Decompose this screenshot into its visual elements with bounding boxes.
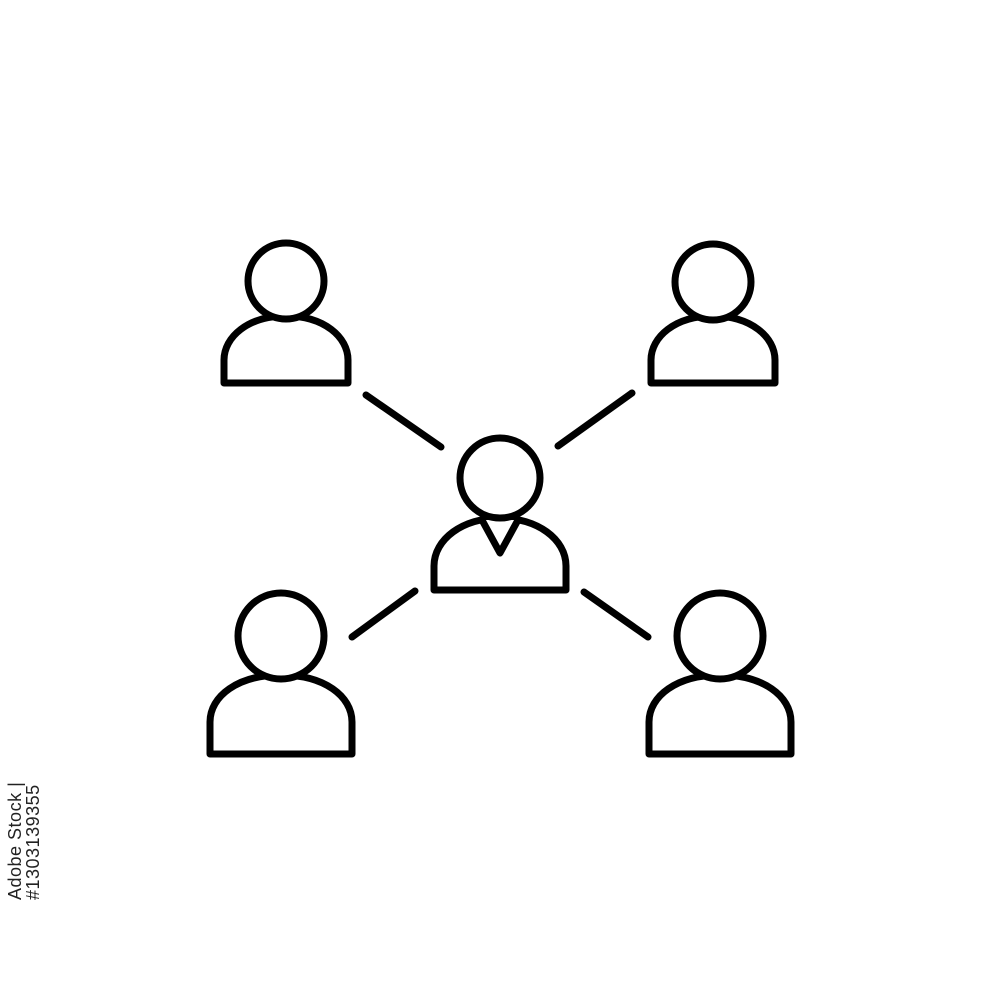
connector-bottom-right [580, 588, 652, 641]
person-head [671, 240, 755, 324]
person-head [244, 239, 328, 323]
person-icon-top-left [220, 239, 352, 387]
person-body [206, 671, 356, 758]
connector-bottom-left [348, 587, 419, 641]
connector-top-right [554, 389, 636, 450]
person-body [647, 312, 779, 387]
person-icon-bottom-left [206, 589, 356, 758]
person-head [456, 434, 544, 522]
tie-icon [478, 516, 522, 557]
person-icon-bottom-right [645, 589, 795, 758]
person-body [220, 312, 352, 387]
stock-watermark: Adobe Stock | #1303139355 [5, 781, 43, 900]
person-with-tie-icon-center [430, 434, 570, 594]
connector-top-left [362, 391, 445, 451]
person-body [645, 671, 795, 758]
person-head [234, 589, 328, 683]
person-icon-top-right [647, 240, 779, 387]
person-head [673, 589, 767, 683]
